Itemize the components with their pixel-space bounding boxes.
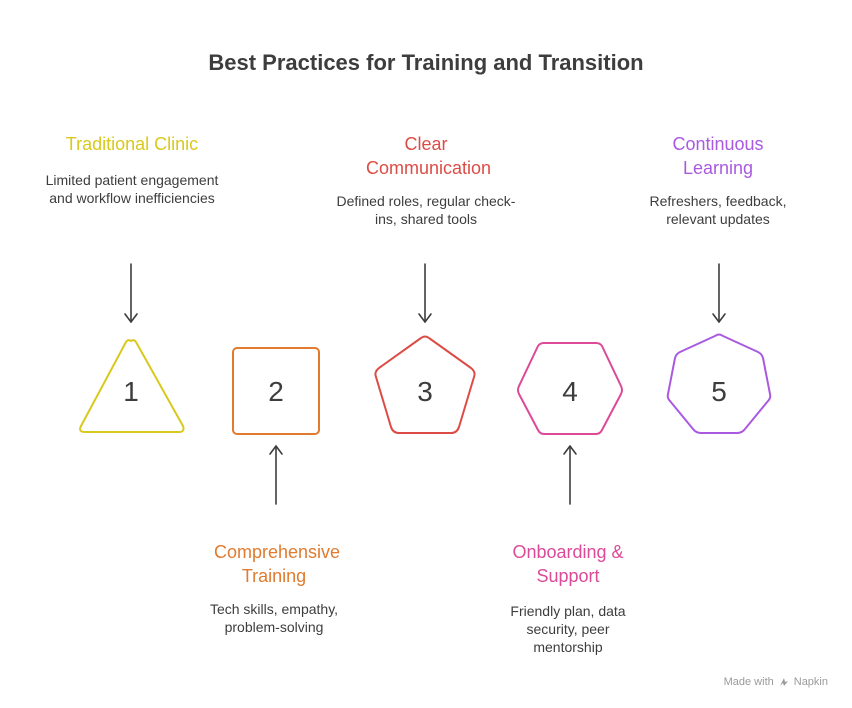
step-5-heptagon-shape [666,333,772,434]
step-1-number: 1 [123,376,139,407]
diagram-title: Best Practices for Training and Transiti… [208,50,644,75]
napkin-logo-icon [779,678,788,686]
step-4-title: Onboarding & Support [512,542,624,586]
step-2-number: 2 [268,376,284,407]
step-2-square-shape [232,347,320,435]
step-4-description: Friendly plan, data security, peer mento… [510,603,626,655]
step-3-pentagon-shape [374,335,476,434]
step-3-number: 3 [417,376,433,407]
step-1-triangle-shape [79,339,185,433]
step-4-hexagon-shape [517,342,623,435]
arrow-head-step-4 [563,445,577,455]
footer-attribution: Made with Napkin [724,676,828,688]
step-4-number: 4 [562,376,578,407]
step-3-description: Defined roles, regular check-ins, shared… [336,193,516,227]
arrow-head-step-3 [418,313,432,323]
footer-made-with: Made with [723,676,774,688]
step-1-title: Traditional Clinic [65,134,199,154]
step-5-title: Continuous Learning [672,134,764,178]
step-3-title: Clear Communication [366,134,492,178]
step-1-description: Limited patient engagement and workflow … [45,172,219,206]
step-5-description: Refreshers, feedback, relevant updates [649,193,787,227]
step-5-number: 5 [711,376,727,407]
arrow-head-step-2 [269,445,283,455]
step-2-title: Comprehensive Training [214,542,341,586]
footer-brand: Napkin [793,676,828,688]
arrow-head-step-1 [124,313,138,323]
step-2-description: Tech skills, empathy, problem-solving [209,601,339,635]
arrow-head-step-5 [712,313,726,323]
